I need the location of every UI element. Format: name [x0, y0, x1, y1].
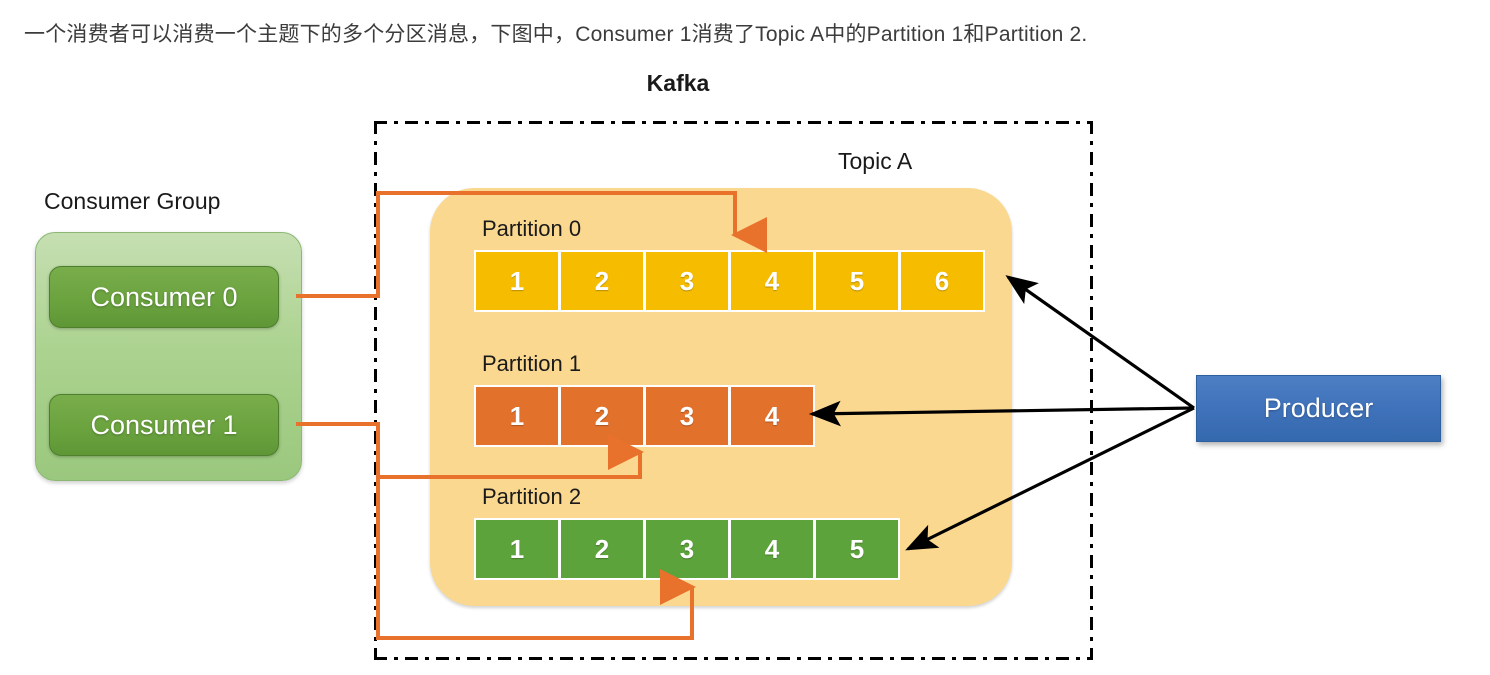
- message-cell: 2: [561, 387, 643, 445]
- topic-a-label: Topic A: [838, 148, 913, 174]
- message-cell: 3: [646, 387, 728, 445]
- kafka-border-bottom: [374, 657, 1093, 660]
- kafka-border-right: [1090, 121, 1093, 660]
- kafka-title: Kafka: [646, 70, 710, 96]
- producer-box[interactable]: Producer: [1196, 375, 1441, 442]
- message-cell: 3: [646, 252, 728, 310]
- partition-0-messages: 1 2 3 4 5 6: [474, 250, 985, 312]
- message-cell: 3: [646, 520, 728, 578]
- message-cell: 2: [561, 520, 643, 578]
- message-cell: 1: [476, 252, 558, 310]
- partition-2-messages: 1 2 3 4 5: [474, 518, 900, 580]
- consumer-1-box[interactable]: Consumer 1: [49, 394, 279, 456]
- kafka-border-top: [374, 121, 1093, 124]
- message-cell: 4: [731, 520, 813, 578]
- message-cell: 5: [816, 252, 898, 310]
- consumer-group-box: Consumer 0 Consumer 1: [35, 232, 302, 481]
- message-cell: 1: [476, 387, 558, 445]
- message-cell: 2: [561, 252, 643, 310]
- partition-1-messages: 1 2 3 4: [474, 385, 815, 447]
- kafka-border-left: [374, 121, 377, 660]
- consumer-group-label: Consumer Group: [44, 188, 221, 214]
- message-cell: 4: [731, 387, 813, 445]
- message-cell: 6: [901, 252, 983, 310]
- caption-text: 一个消费者可以消费一个主题下的多个分区消息，下图中，Consumer 1消费了T…: [24, 23, 1088, 46]
- partition-0-label: Partition 0: [482, 216, 582, 241]
- partition-1-label: Partition 1: [482, 351, 582, 376]
- message-cell: 5: [816, 520, 898, 578]
- partition-2-label: Partition 2: [482, 484, 582, 509]
- message-cell: 4: [731, 252, 813, 310]
- consumer-0-box[interactable]: Consumer 0: [49, 266, 279, 328]
- message-cell: 1: [476, 520, 558, 578]
